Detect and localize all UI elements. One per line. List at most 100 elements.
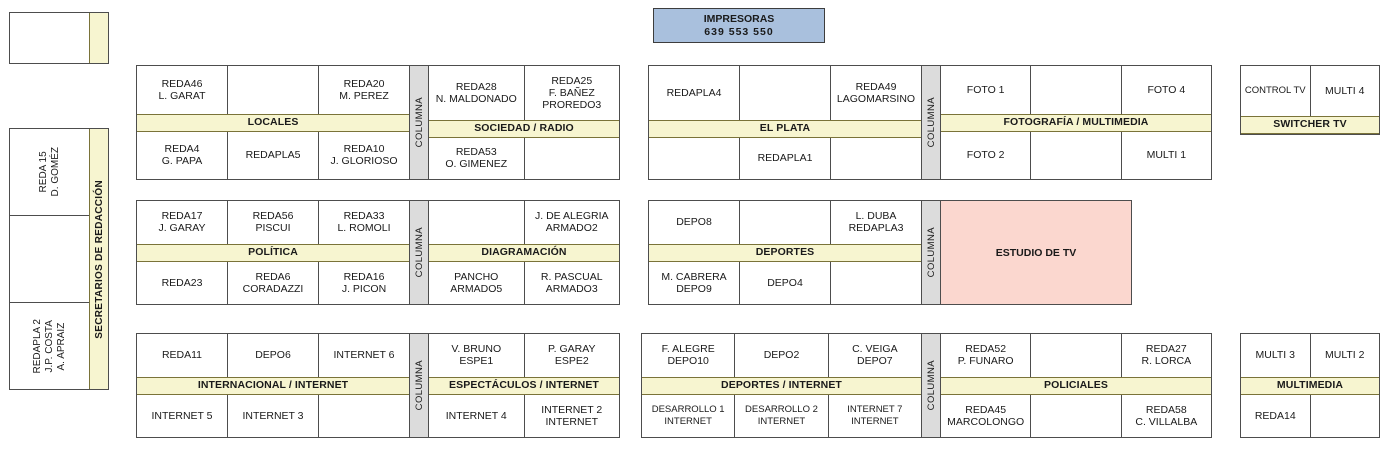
columna-pillar: COLUMNA — [921, 334, 941, 437]
desk-cell[interactable]: F. ALEGRE DEPO10 — [642, 334, 736, 377]
desk-cell[interactable]: R. PASCUAL ARMADO3 — [524, 261, 619, 304]
desk-row-top: REDAPLA4 REDA49 LAGOMARSINO — [649, 66, 921, 120]
group-elplata-fotografia[interactable]: REDAPLA4 REDA49 LAGOMARSINO EL PLATA RED… — [648, 65, 1212, 180]
desk-cell[interactable]: PANCHO ARMADO5 — [429, 261, 525, 304]
desk-cell[interactable]: MULTI 4 — [1310, 66, 1379, 116]
group-deportes-internet-policiales[interactable]: F. ALEGRE DEPO10 DEPO2 C. VEIGA DEPO7 DE… — [641, 333, 1212, 438]
desk-cell[interactable]: REDA16 J. PICON — [319, 261, 409, 304]
desk-cell[interactable]: REDA33 L. ROMOLI — [319, 201, 409, 244]
desk-cell[interactable]: V. BRUNO ESPE1 — [429, 334, 525, 377]
desk-cell[interactable] — [1031, 394, 1122, 437]
desk-cell[interactable]: P. GARAY ESPE2 — [524, 334, 619, 377]
group-switcher-tv[interactable]: CONTROL TV MULTI 4 SWITCHER TV — [1240, 65, 1380, 135]
group-locales-sociedad[interactable]: REDA46 L. GARAT REDA20 M. PEREZ LOCALES … — [136, 65, 620, 180]
desk-cell[interactable]: DEPO4 — [740, 261, 831, 304]
desk-cell[interactable]: J. DE ALEGRIA ARMADO2 — [524, 201, 619, 244]
desk-cell[interactable] — [1031, 66, 1122, 114]
desk-cell[interactable]: DESARROLLO 1 INTERNET — [642, 394, 736, 437]
band-locales: LOCALES — [137, 113, 409, 132]
desk-cell[interactable]: REDA23 — [137, 261, 228, 304]
desk-cell[interactable] — [649, 137, 740, 179]
left-strip-top-cell[interactable] — [10, 13, 89, 63]
desk-cell[interactable] — [429, 201, 525, 244]
desk-cell[interactable]: REDA20 M. PEREZ — [319, 66, 409, 114]
desk-cell[interactable]: REDAPLA 2 J.P. COSTA A. APRAIZ — [10, 303, 89, 389]
desk-cell[interactable]: MULTI 2 — [1310, 334, 1379, 377]
desk-cell[interactable]: REDA27 R. LORCA — [1121, 334, 1211, 377]
desk-cell[interactable]: MULTI 3 — [1241, 334, 1311, 377]
band-switcher-tv: SWITCHER TV — [1241, 116, 1379, 134]
desk-cell[interactable]: REDA4 G. PAPA — [137, 131, 228, 179]
columna-pillar: COLUMNA — [409, 66, 429, 179]
desk-cell[interactable] — [740, 201, 831, 244]
desk-cell[interactable]: INTERNET 4 — [429, 394, 525, 437]
desk-cell[interactable]: REDA6 CORADAZZI — [228, 261, 319, 304]
desk-cell[interactable]: REDA56 PISCUI — [228, 201, 319, 244]
desk-cell[interactable] — [1310, 394, 1379, 437]
desk-cell[interactable]: DEPO2 — [735, 334, 829, 377]
desk-cell[interactable]: FOTO 2 — [941, 131, 1032, 179]
desk-cell[interactable]: CONTROL TV — [1241, 66, 1311, 116]
secretarios-de-redaccion-block[interactable]: REDA 15 D. GOMÉZ REDAPLA 2 J.P. COSTA A.… — [9, 128, 109, 390]
desk-cell[interactable]: INTERNET 3 — [228, 394, 319, 437]
desk-cell[interactable]: DEPO6 — [228, 334, 319, 377]
desk-cell[interactable] — [1031, 334, 1122, 377]
desk-cell[interactable]: INTERNET 5 — [137, 394, 228, 437]
band-fotografia-multimedia: FOTOGRAFÍA / MULTIMEDIA — [941, 113, 1211, 132]
desk-cell[interactable]: FOTO 4 — [1121, 66, 1211, 114]
desk-cell[interactable]: REDA 15 D. GOMÉZ — [10, 129, 89, 216]
desk-cell[interactable]: REDA58 C. VILLALBA — [1121, 394, 1211, 437]
desk-cell[interactable]: REDA52 P. FUNARO — [941, 334, 1032, 377]
desk-cell[interactable] — [831, 261, 921, 304]
printers-numbers: 639 553 550 — [704, 25, 774, 38]
band-deportes-internet: DEPORTES / INTERNET — [642, 376, 921, 395]
desk-cell[interactable]: FOTO 1 — [941, 66, 1032, 114]
desk-cell[interactable]: REDA46 L. GARAT — [137, 66, 228, 114]
desk-cell[interactable]: REDA10 J. GLORIOSO — [319, 131, 409, 179]
desk-cell[interactable]: C. VEIGA DEPO7 — [828, 334, 921, 377]
desk-cell[interactable] — [524, 137, 619, 179]
printers-title: IMPRESORAS — [703, 12, 775, 25]
group-internacional-espectaculos[interactable]: REDA11 DEPO6 INTERNET 6 INTERNACIONAL / … — [136, 333, 620, 438]
desk-cell[interactable]: INTERNET 6 — [319, 334, 409, 377]
printers-box[interactable]: IMPRESORAS 639 553 550 — [653, 8, 825, 43]
desk-cell[interactable]: REDA53 O. GIMENEZ — [429, 137, 525, 179]
secretarios-band: SECRETARIOS DE REDACCIÓN — [89, 129, 108, 389]
desk-cell[interactable]: REDA49 LAGOMARSINO — [831, 66, 921, 120]
desk-row-top: MULTI 3 MULTI 2 — [1241, 334, 1379, 377]
desk-cell[interactable]: L. DUBA REDAPLA3 — [831, 201, 921, 244]
desk-cell[interactable]: REDAPLA5 — [228, 131, 319, 179]
desk-cell[interactable] — [10, 216, 89, 303]
columna-pillar: COLUMNA — [409, 334, 429, 437]
desk-cell[interactable] — [1031, 131, 1122, 179]
group-deportes-estudio[interactable]: DEPO8 L. DUBA REDAPLA3 DEPORTES M. CABRE… — [648, 200, 1132, 305]
band-el-plata: EL PLATA — [649, 119, 921, 138]
desk-row-top: DEPO8 L. DUBA REDAPLA3 — [649, 201, 921, 244]
left-strip-top-block[interactable] — [9, 12, 109, 64]
desk-cell[interactable]: REDA25 F. BAÑEZ PROREDO3 — [524, 66, 619, 120]
desk-cell[interactable]: REDAPLA4 — [649, 66, 740, 120]
desk-cell[interactable]: REDA17 J. GARAY — [137, 201, 228, 244]
desk-cell[interactable] — [228, 66, 319, 114]
desk-cell[interactable] — [319, 394, 409, 437]
desk-cell[interactable]: M. CABRERA DEPO9 — [649, 261, 740, 304]
desk-cell[interactable]: INTERNET 7 INTERNET — [828, 394, 921, 437]
group-multimedia[interactable]: MULTI 3 MULTI 2 MULTIMEDIA REDA14 — [1240, 333, 1380, 438]
desk-cell[interactable]: REDA11 — [137, 334, 228, 377]
desk-row-top: F. ALEGRE DEPO10 DEPO2 C. VEIGA DEPO7 — [642, 334, 921, 377]
desk-cell[interactable]: DEPO8 — [649, 201, 740, 244]
desk-cell[interactable]: REDA45 MARCOLONGO — [941, 394, 1032, 437]
desk-cell[interactable]: INTERNET 2 INTERNET — [524, 394, 619, 437]
band-internacional-internet: INTERNACIONAL / INTERNET — [137, 376, 409, 395]
desk-cell[interactable]: REDAPLA1 — [740, 137, 831, 179]
desk-cell[interactable] — [740, 66, 831, 120]
group-politica-diagramacion[interactable]: REDA17 J. GARAY REDA56 PISCUI REDA33 L. … — [136, 200, 620, 305]
band-espectaculos-internet: ESPECTÁCULOS / INTERNET — [429, 376, 619, 395]
estudio-de-tv-area[interactable]: ESTUDIO DE TV — [941, 201, 1131, 304]
desk-cell[interactable] — [831, 137, 921, 179]
desk-cell[interactable]: DESARROLLO 2 INTERNET — [735, 394, 829, 437]
desk-cell[interactable]: REDA28 N. MALDONADO — [429, 66, 525, 120]
desk-cell[interactable]: REDA14 — [1241, 394, 1311, 437]
desk-cell[interactable]: MULTI 1 — [1121, 131, 1211, 179]
desk-row-bottom: REDA53 O. GIMENEZ — [429, 137, 619, 179]
